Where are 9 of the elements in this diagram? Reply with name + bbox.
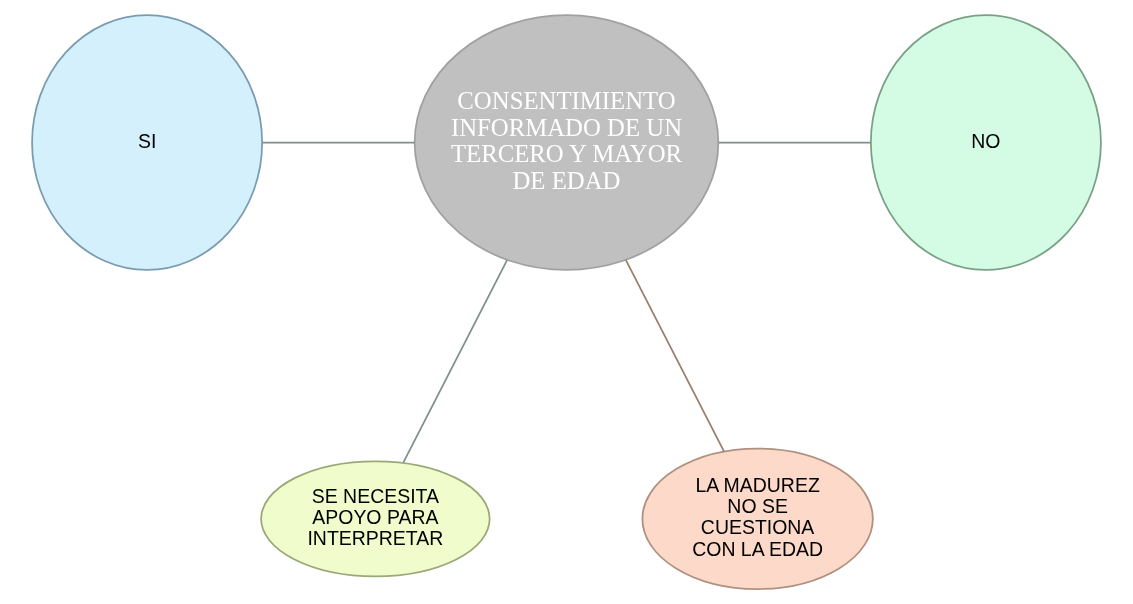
node-ellipse: LA MADUREZ NO SE CUESTIONA CON LA EDAD xyxy=(641,447,874,590)
connector xyxy=(402,259,508,464)
node-circle: SI xyxy=(31,14,263,271)
connector xyxy=(717,141,872,144)
connector xyxy=(625,259,725,453)
connector xyxy=(261,141,416,144)
node-ellipse: SE NECESITA APOYO PARA INTERPRETAR xyxy=(260,460,491,578)
node-circle: NO xyxy=(870,14,1102,271)
node-ellipse: CONSENTIMIENTO INFORMADO DE UN TERCERO Y MAYOR DE EDAD xyxy=(413,14,720,271)
